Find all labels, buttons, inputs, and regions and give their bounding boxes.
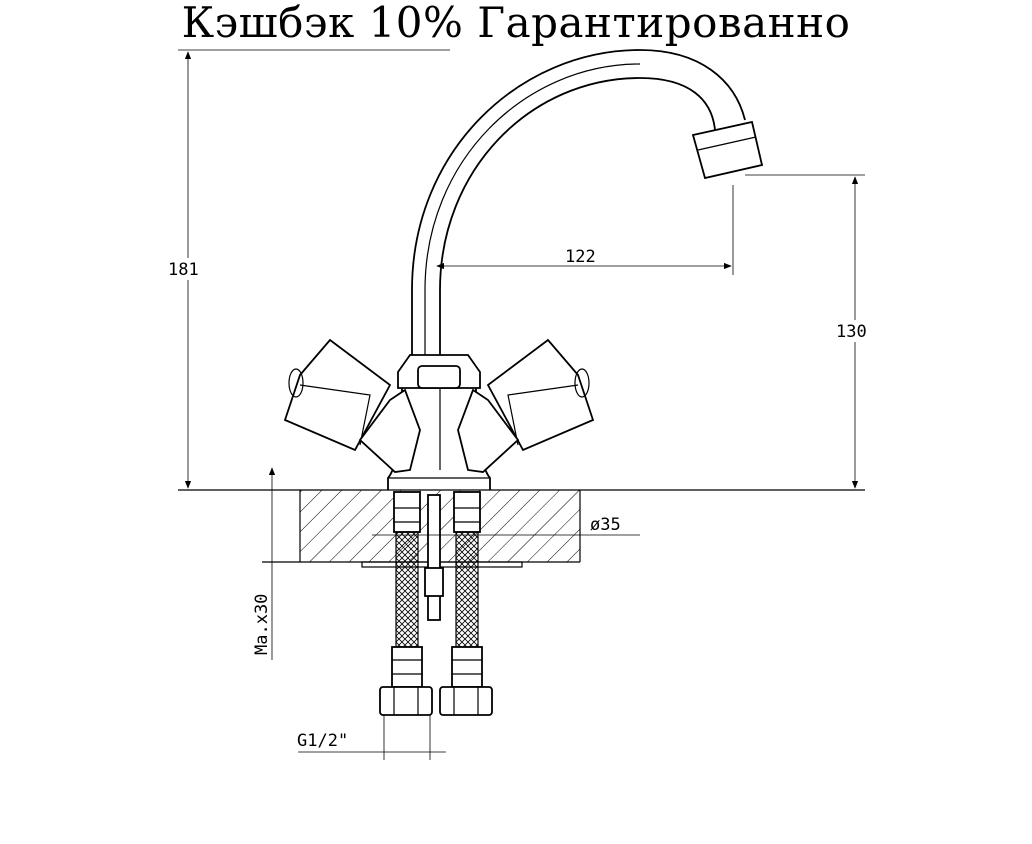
dimension-max-thickness: Ma.x30: [252, 467, 300, 660]
spout: [411, 49, 764, 360]
right-valve-handle: [457, 338, 595, 473]
dimension-label-181: 181: [168, 260, 199, 280]
right-supply-hose: [439, 491, 493, 716]
dimension-label-max-thickness: Ma.x30: [252, 594, 272, 655]
dimension-label-thread: G1/2": [297, 731, 348, 751]
dimension-spout-reach: 122: [436, 185, 734, 275]
left-supply-hose: [379, 491, 433, 716]
dimension-total-height: 181: [165, 49, 450, 489]
dimension-mount-diameter: ø35: [372, 515, 640, 536]
countertop-slab: [262, 490, 581, 568]
dimension-thread: G1/2": [297, 715, 446, 760]
promo-banner: Кэшбэк 10% Гарантированно: [181, 0, 851, 47]
dimension-label-diameter: ø35: [590, 515, 621, 535]
faucet-body: [387, 354, 491, 490]
dimension-label-130: 130: [836, 322, 867, 342]
dimension-label-122: 122: [565, 247, 596, 267]
mounting-stud: [424, 494, 444, 621]
left-valve-handle: [283, 338, 421, 473]
dimension-spout-height: 130: [745, 174, 877, 489]
